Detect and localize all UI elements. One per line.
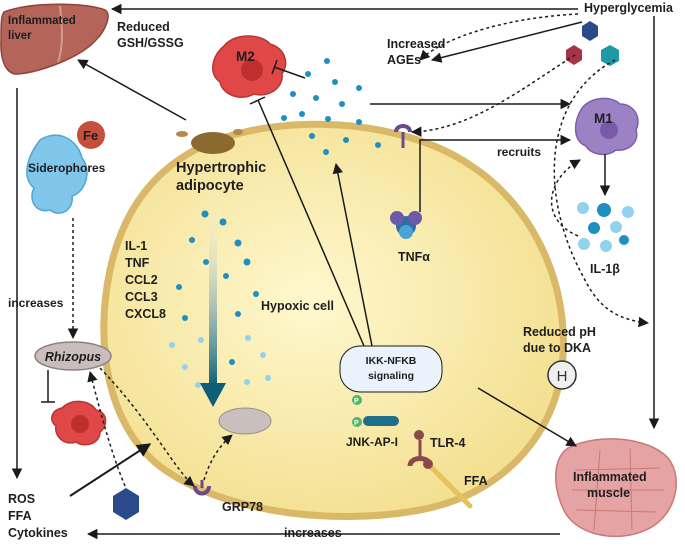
tnfa-label: TNFα [398, 250, 430, 264]
arrow-dashed-to-ph [553, 59, 650, 328]
siderophores-label: Siderophores [28, 161, 106, 175]
nucleus-icon [191, 132, 235, 154]
ikk-label-1: IKK-NFKB [366, 355, 417, 367]
cytokine-dots-extracellular [281, 58, 381, 155]
ikk-nfkb-box [339, 345, 443, 393]
recruits-label: recruits [497, 145, 541, 159]
hypertrophic-label-1: Hypertrophic [176, 160, 266, 176]
reduced-gsh-label-2: GSH/GSSG [117, 36, 184, 50]
reduced-ph-label-1: Reduced pH [523, 325, 596, 339]
arrow-cell-to-liver [77, 59, 187, 121]
m2-label: M2 [236, 49, 255, 64]
inflamed-liver-label-1: Inflammated [8, 15, 76, 27]
jnk-label: JNK-AP-I [346, 435, 398, 449]
tlr4-label: TLR-4 [430, 436, 465, 450]
h-label: H [557, 368, 568, 385]
arrow-dashed-ages-receptor [410, 54, 576, 137]
inhibit-m2-line [273, 66, 306, 79]
hypertrophic-label-2: adipocyte [176, 178, 244, 194]
ikk-inhibit-m2-line [257, 99, 365, 347]
proton-icon [547, 360, 577, 390]
cytokine-ccl2: CCL2 [125, 273, 158, 287]
il1b-cluster [577, 202, 634, 252]
ffa-right-label: FFA [464, 474, 488, 488]
muscle-icon [555, 438, 677, 538]
increases-bottom-label: increases [284, 526, 342, 540]
increases-left-label: increases [8, 296, 64, 310]
arrow-ros-to-rhizopus [69, 443, 152, 497]
red-cell-icon [51, 400, 107, 446]
cytokine-tnf: TNF [125, 256, 150, 270]
ikk-label-2: signaling [368, 370, 414, 382]
ikk-inhibit-m2-bar [249, 96, 266, 105]
arrow-to-ages [430, 21, 583, 63]
fe-label: Fe [83, 128, 98, 143]
inflamed-muscle-label-2: muscle [587, 486, 630, 500]
inflamed-muscle-label-1: Inflammated [573, 470, 647, 484]
arrow-dashed-il1b-m1 [550, 159, 581, 237]
cytokine-ccl3: CCL3 [125, 290, 158, 304]
m1-label: M1 [594, 111, 613, 126]
arrow-recruits [419, 134, 572, 212]
inhibit-m2-bar [271, 59, 278, 75]
ros-label: ROS [8, 492, 35, 506]
macrophage-m1-icon [574, 97, 639, 156]
cytokine-dots-cell [169, 210, 271, 388]
macrophage-m2-icon [212, 35, 287, 98]
cytokine-il1: IL-1 [125, 239, 147, 253]
age-hexagon-bottom-icon [113, 488, 139, 520]
rhizopus-label: Rhizopus [45, 350, 101, 364]
siderophore-icon [26, 134, 88, 214]
ffa-molecule-icon [423, 459, 473, 509]
iron-ion-icon [77, 121, 105, 149]
arrows [11, 3, 660, 540]
receptor-top-icon [394, 124, 412, 148]
grp78-receptor-icon [193, 480, 211, 496]
arrow-dashed-hexagon-rhizopus [87, 370, 126, 487]
downward-gradient-arrow [200, 196, 226, 407]
cytokine-cxcl8: CXCL8 [125, 307, 166, 321]
grp78-oval [218, 407, 272, 435]
jnk-complex [352, 395, 399, 427]
rhizopus-icon [34, 341, 112, 371]
arrow-cell-to-muscle [477, 387, 577, 447]
arrow-dashed-hyperglycemia [419, 13, 579, 61]
ffa-left-label: FFA [8, 509, 32, 523]
p-label-1: P [354, 398, 359, 405]
hypertrophic-adipocyte [100, 120, 567, 520]
inflamed-liver-label-2: liver [8, 30, 32, 42]
hypoxic-cell-label: Hypoxic cell [261, 299, 334, 313]
liver-icon [0, 3, 109, 75]
increased-ages-label-2: AGEs [387, 53, 421, 67]
tnf-receptor-icon [390, 211, 422, 239]
arrow-dashed-rhizopus-grp78 [99, 367, 195, 487]
reduced-gsh-label-1: Reduced [117, 20, 170, 34]
hyperglycemia-label: Hyperglycemia [584, 1, 674, 15]
arrow-dashed-grp78-oval [203, 434, 233, 481]
il1b-label: IL-1β [590, 262, 620, 276]
reduced-ph-label-2: due to DKA [523, 341, 591, 355]
cytokines-label: Cytokines [8, 526, 68, 540]
age-hexagon-icon [566, 21, 619, 66]
arrow-ikk-to-dots [332, 162, 373, 347]
increased-ages-label-1: Increased [387, 37, 445, 51]
grp78-label: GRP78 [222, 500, 263, 514]
p-label-2: P [354, 420, 359, 427]
